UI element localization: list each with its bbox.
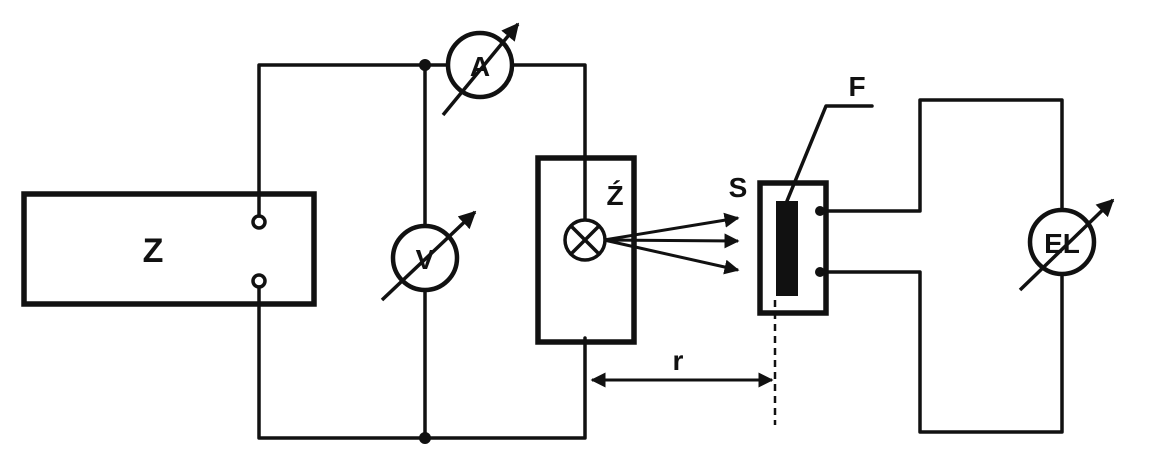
- sensor-holder: S: [729, 172, 829, 316]
- distance-dimension: r: [590, 300, 777, 425]
- ray-lower: [603, 238, 740, 275]
- supply-terminal-bottom: [251, 273, 267, 289]
- electrometer: EL: [1018, 198, 1115, 292]
- ray-upper: [603, 212, 740, 242]
- source-label: Ź: [606, 180, 623, 211]
- circuit-wires: [257, 59, 587, 444]
- filter-callout: F: [785, 71, 874, 203]
- wire-el-bottom: [818, 270, 1064, 434]
- ammeter-label: A: [470, 51, 490, 82]
- distance-label: r: [673, 345, 684, 376]
- wire-el-top: [818, 98, 1064, 213]
- filter-element: [776, 201, 798, 296]
- junction-top: [419, 59, 431, 71]
- supply-terminal-top: [251, 214, 267, 230]
- junction-bottom: [419, 432, 431, 444]
- wire-top-left: [257, 63, 450, 218]
- filter-leader: [785, 104, 874, 203]
- ray-middle: [603, 233, 740, 249]
- voltmeter: V: [380, 210, 477, 302]
- source-housing: Ź: [535, 155, 637, 345]
- sensor-holder-label: S: [729, 172, 748, 203]
- electrometer-arrow: [1018, 198, 1115, 292]
- filter-label: F: [848, 71, 865, 102]
- ammeter-arrow: [441, 22, 520, 117]
- power-supply: Z: [21, 191, 317, 307]
- electrometer-circuit: [818, 98, 1064, 434]
- ammeter: A: [441, 22, 520, 117]
- supply-label: Z: [143, 232, 164, 270]
- voltmeter-arrow: [380, 210, 477, 302]
- electrometer-label: EL: [1044, 228, 1080, 259]
- wire-top-right: [510, 63, 587, 160]
- light-rays: [603, 212, 740, 275]
- voltmeter-label: V: [416, 244, 435, 275]
